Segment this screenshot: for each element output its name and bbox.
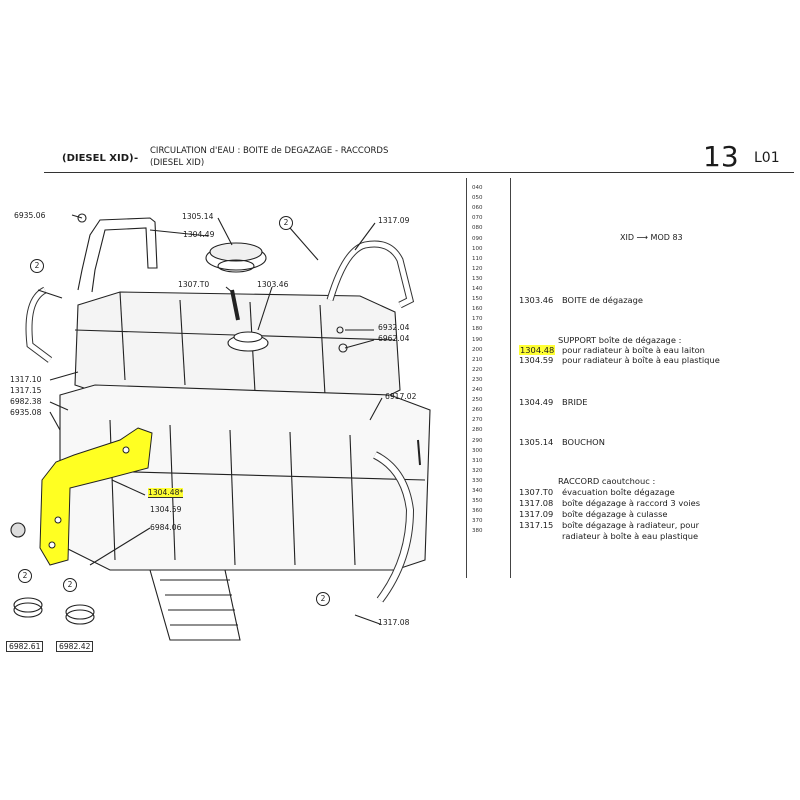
callout-1304-48: 1304.48* (148, 488, 184, 498)
row-number: 270 (472, 417, 483, 424)
legend-text-support-plastique: pour radiateur à boîte à eau plastique (562, 355, 720, 365)
callout-6932-04: 6932.04 (378, 323, 410, 332)
callout-1317-09: 1317.09 (378, 216, 410, 225)
page-title: CIRCULATION d'EAU : BOITE de DEGAZAGE - … (150, 146, 389, 156)
row-number: 280 (472, 427, 483, 434)
legend-text-raccord-4: boîte dégazage à radiateur, pour (562, 520, 699, 530)
row-number: 300 (472, 447, 483, 454)
ref-mark-left: 2 (30, 259, 44, 273)
row-number: 220 (472, 366, 483, 373)
ref-mark-top: 2 (279, 216, 293, 230)
legend-code-raccord-3: 1317.09 (519, 509, 554, 519)
callout-6984-06: 6984.06 (150, 523, 182, 532)
panel-divider-left (466, 178, 467, 578)
callout-6982-42: 6982.42 (56, 641, 94, 652)
section-code: L01 (754, 150, 780, 166)
row-number: 370 (472, 518, 483, 525)
legend-text-box: BOITE de dégazage (562, 295, 644, 305)
callout-1303-46: 1303.46 (257, 280, 289, 289)
legend-support-title: SUPPORT boîte de dégazage : (558, 335, 682, 345)
row-number: 040 (472, 185, 483, 191)
row-number: 140 (472, 286, 483, 292)
row-number: 210 (472, 356, 483, 363)
row-number: 350 (472, 498, 483, 505)
row-number: 100 (472, 245, 483, 252)
row-number: 310 (472, 457, 483, 464)
legend-code-raccord-1: 1307.T0 (519, 487, 554, 497)
legend-text-bride: BRIDE (562, 397, 588, 407)
callout-1317-15: 1317.15 (10, 386, 42, 395)
row-number: 110 (472, 255, 483, 262)
legend-text-raccord-5: radiateur à boîte à eau plastique (562, 531, 699, 541)
row-number: 170 (472, 316, 483, 323)
row-number: 340 (472, 488, 483, 494)
row-number: 160 (472, 306, 483, 313)
ref-mark-bottom: 2 (316, 592, 330, 606)
model-applicability: XID ⟶ MOD 83 (620, 233, 683, 242)
legend-raccord-title: RACCORD caoutchouc : (558, 476, 656, 486)
legend-code-support-laiton: 1304.48 (519, 345, 556, 355)
row-number: 180 (472, 326, 483, 333)
row-number: 380 (472, 528, 483, 535)
row-number: 360 (472, 508, 483, 515)
callout-1317-10: 1317.10 (10, 375, 42, 384)
header-dash: - (134, 153, 139, 164)
row-number: 120 (472, 265, 483, 272)
row-number: 330 (472, 477, 483, 484)
row-number: 290 (472, 437, 483, 444)
callout-6935-06-top: 6935.06 (14, 211, 46, 220)
row-number: 050 (472, 195, 483, 202)
callout-1317-08: 1317.08 (378, 618, 410, 627)
row-number: 250 (472, 397, 483, 404)
legend-code-support-plastique: 1304.59 (519, 355, 554, 365)
legend-text-raccord-1: évacuation boîte dégazage (562, 487, 675, 497)
row-number: 080 (472, 225, 483, 232)
row-number: 240 (472, 387, 483, 393)
model-label: (DIESEL XID) (62, 153, 134, 164)
row-number: 130 (472, 275, 483, 282)
callout-6935-08: 6935.08 (10, 408, 42, 417)
legend-code-raccord-4: 1317.15 (519, 520, 554, 530)
header-rule (44, 172, 794, 173)
callout-6962-04: 6962.04 (378, 334, 410, 343)
callout-1305-14: 1305.14 (182, 212, 214, 221)
legend-code-box: 1303.46 (519, 295, 554, 305)
callout-1304-49: 1304.49 (183, 230, 215, 239)
row-number: 090 (472, 235, 483, 242)
legend-code-bouchon: 1305.14 (519, 437, 554, 447)
row-number: 260 (472, 407, 483, 414)
legend-code-bride: 1304.49 (519, 397, 554, 407)
legend-code-raccord-2: 1317.08 (519, 498, 554, 508)
legend-text-raccord-2: boîte dégazage à raccord 3 voies (562, 498, 701, 508)
callout-6982-61: 6982.61 (6, 641, 44, 652)
row-number: 150 (472, 296, 483, 303)
callout-6917-02: 6917.02 (385, 392, 417, 401)
callout-6982-38: 6982.38 (10, 397, 42, 406)
page-subtitle: (DIESEL XID) (150, 158, 205, 168)
row-number: 230 (472, 376, 483, 383)
page-number: 13 (703, 140, 739, 173)
row-number: 320 (472, 467, 483, 474)
legend-text-raccord-3: boîte dégazage à culasse (562, 509, 668, 519)
legend-text-bouchon: BOUCHON (562, 437, 605, 447)
panel-divider-right (510, 178, 511, 578)
ref-mark-clamp-right: 2 (63, 578, 77, 592)
row-number: 070 (472, 215, 483, 222)
row-number: 200 (472, 346, 483, 353)
ref-mark-clamp-left: 2 (18, 569, 32, 583)
row-number: 060 (472, 205, 483, 212)
legend-text-support-laiton: pour radiateur à boîte à eau laiton (562, 345, 705, 355)
row-number: 190 (472, 336, 483, 343)
callout-1307-t0: 1307.T0 (178, 280, 210, 289)
callout-1304-59: 1304.59 (150, 505, 182, 514)
